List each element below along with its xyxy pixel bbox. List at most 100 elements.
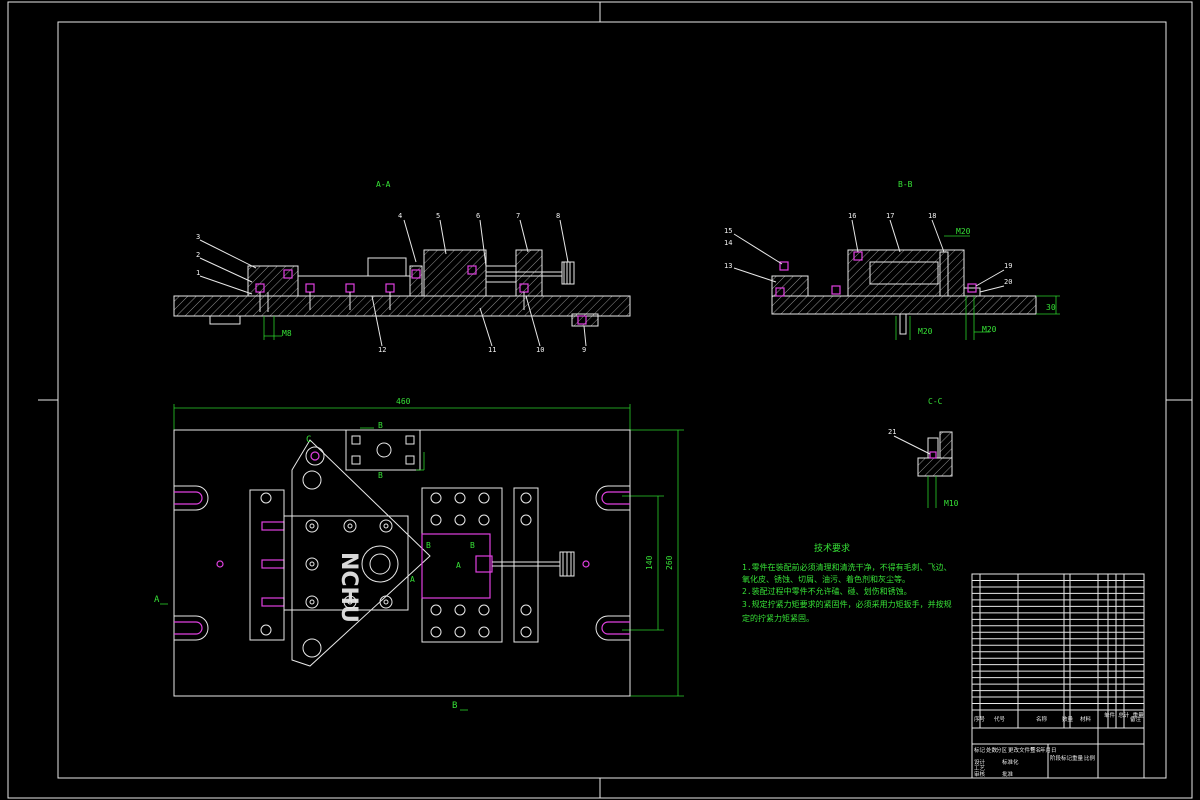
svg-text:8: 8 xyxy=(556,212,560,220)
screw-support-plan xyxy=(513,487,539,643)
thread-dim-aa: M8 xyxy=(282,329,292,338)
thread-dim-bb: M20 xyxy=(982,325,997,334)
u-slot-tr xyxy=(595,485,630,511)
svg-text:处数: 处数 xyxy=(986,746,998,754)
plan-view: 460 260 140 NCH xyxy=(154,397,684,711)
left-block-bb xyxy=(771,275,809,297)
svg-text:比例: 比例 xyxy=(1084,754,1096,762)
svg-text:20: 20 xyxy=(1004,278,1012,286)
svg-text:10: 10 xyxy=(536,346,544,354)
section-mark-c-top: C xyxy=(306,435,311,445)
svg-text:3: 3 xyxy=(196,233,200,241)
title-block: 序号 代号 名称 数量 材料 单件 总计 重量 备注 标记 处数 分区 更改文件… xyxy=(971,573,1145,779)
engraved-text: NCHU xyxy=(336,552,361,623)
callouts-aa: 3 2 1 4 5 6 7 8 9 10 11 12 xyxy=(196,212,587,354)
svg-text:12: 12 xyxy=(378,346,386,354)
u-slot-bl xyxy=(174,615,209,641)
slide-top-aa xyxy=(367,257,407,277)
center-slot-bb xyxy=(869,261,939,285)
svg-text:B: B xyxy=(378,471,383,480)
v-block-bolts xyxy=(305,519,393,609)
view-label-bb: B-B xyxy=(898,180,913,189)
svg-text:名称: 名称 xyxy=(1036,715,1048,723)
section-view-aa: A-A 3 2 xyxy=(173,180,631,354)
rod-guide-aa xyxy=(485,265,517,283)
svg-text:17: 17 xyxy=(886,212,894,220)
svg-text:M20: M20 xyxy=(918,327,933,336)
base-foot xyxy=(209,315,241,325)
center-bore xyxy=(361,545,399,583)
cc-upright xyxy=(939,431,953,459)
svg-text:B: B xyxy=(470,541,475,550)
svg-text:18: 18 xyxy=(928,212,936,220)
svg-text:B: B xyxy=(426,541,431,550)
u-slot-br xyxy=(595,615,630,641)
svg-text:阶段标记: 阶段标记 xyxy=(1050,754,1073,762)
svg-text:11: 11 xyxy=(488,346,496,354)
top-clamp-block xyxy=(345,429,421,471)
technical-requirements: 技术要求 1.零件在装配前必须清理和清洗干净，不得有毛刺、飞边、 氧化皮、锈蚀、… xyxy=(742,542,952,623)
svg-text:A: A xyxy=(410,575,415,584)
tech-req-line-2: 氧化皮、锈蚀、切屑、油污、着色剂和灰尘等。 xyxy=(742,574,910,584)
svg-text:19: 19 xyxy=(1004,262,1012,270)
tech-req-line-5: 定的拧紧力矩紧固。 xyxy=(742,613,814,623)
cc-base xyxy=(917,457,953,477)
svg-text:4: 4 xyxy=(398,212,402,220)
svg-text:15: 15 xyxy=(724,227,732,235)
svg-text:单件 总计 重量: 单件 总计 重量 xyxy=(1104,711,1144,719)
section-view-cc: C-C 21 M10 xyxy=(888,397,959,508)
slide-jaw xyxy=(421,533,491,599)
clamp-block-aa xyxy=(423,249,487,297)
base-plate-aa xyxy=(173,295,631,317)
view-label-cc: C-C xyxy=(928,397,943,406)
tech-req-line-4: 3.规定拧紧力矩要求的紧固件，必须采用力矩扳手，并按规 xyxy=(742,599,952,609)
v-block-triangle xyxy=(291,439,431,667)
svg-text:21: 21 xyxy=(888,428,896,436)
slide-end-aa xyxy=(409,265,423,297)
slide-bolts xyxy=(430,492,532,638)
svg-text:1: 1 xyxy=(196,269,200,277)
height-outer-dim: 260 xyxy=(665,555,674,570)
u-slot-tl xyxy=(174,485,209,511)
bom-rows xyxy=(972,579,1144,711)
center-block-bb xyxy=(847,249,965,297)
tech-req-line-3: 2.装配过程中零件不允许磕、碰、划伤和锈蚀。 xyxy=(742,586,912,596)
svg-text:A: A xyxy=(456,561,461,570)
tech-req-line-1: 1.零件在装配前必须清理和清洗干净，不得有毛刺、飞边、 xyxy=(742,562,952,572)
svg-text:标记: 标记 xyxy=(974,746,986,754)
svg-text:5: 5 xyxy=(436,212,440,220)
base-plate-bb xyxy=(771,295,1037,315)
svg-text:标准化: 标准化 xyxy=(1002,758,1019,766)
svg-text:签名: 签名 xyxy=(1030,746,1041,754)
svg-text:16: 16 xyxy=(848,212,856,220)
svg-text:6: 6 xyxy=(476,212,480,220)
svg-text:更改文件号: 更改文件号 xyxy=(1008,746,1036,754)
svg-text:分区: 分区 xyxy=(996,746,1008,754)
svg-text:审核: 审核 xyxy=(974,770,986,778)
tech-req-title: 技术要求 xyxy=(814,542,850,554)
svg-text:13: 13 xyxy=(724,262,732,270)
height-dim-bb: 30 xyxy=(1046,303,1056,312)
svg-text:9: 9 xyxy=(582,346,586,354)
section-view-bb: B-B 15 14 13 16 17 18 19 20 xyxy=(724,180,1060,340)
view-label-aa: A-A xyxy=(376,180,391,189)
title-block-footer: 标记 处数 分区 更改文件号 签名 年月日 设计 审核 标准化 批准 阶段标记 … xyxy=(974,746,1096,778)
svg-text:年月日: 年月日 xyxy=(1040,746,1057,754)
clamp-plate-plan xyxy=(283,515,409,611)
svg-text:7: 7 xyxy=(516,212,520,220)
svg-text:备注: 备注 xyxy=(1130,715,1142,723)
section-mark-a-left: A xyxy=(154,595,160,605)
thread-dim-cc: M10 xyxy=(944,499,959,508)
overall-width-dim: 460 xyxy=(396,397,411,406)
svg-text:代号: 代号 xyxy=(994,715,1006,723)
svg-text:序号: 序号 xyxy=(974,715,986,723)
svg-text:数量: 数量 xyxy=(1062,715,1074,723)
left-fixture-block xyxy=(249,489,285,641)
svg-text:工艺: 工艺 xyxy=(974,765,986,772)
svg-text:M20: M20 xyxy=(956,227,971,236)
svg-text:B: B xyxy=(378,421,383,430)
svg-text:材料: 材料 xyxy=(1080,715,1092,723)
section-mark-b-bottom: B xyxy=(452,701,457,711)
title-block-header: 序号 代号 名称 数量 材料 单件 总计 重量 备注 xyxy=(974,711,1144,723)
